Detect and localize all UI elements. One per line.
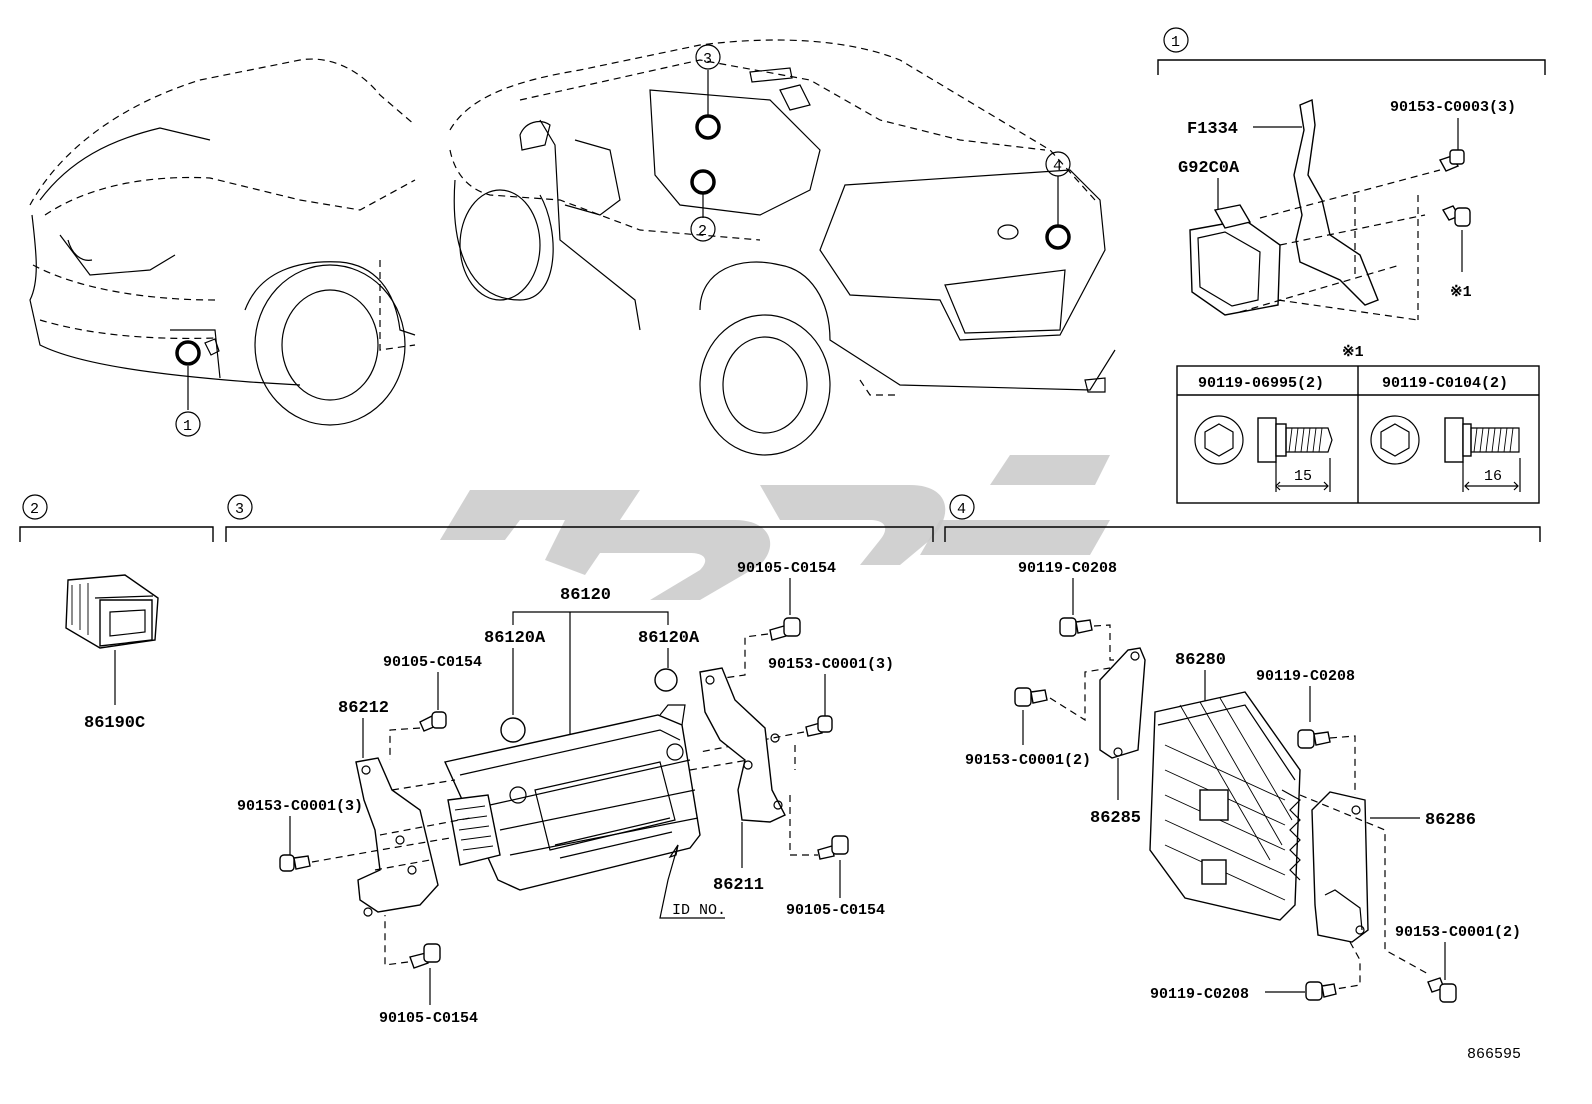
label-s3-90105-bottom-right: 90105-C0154	[786, 902, 885, 919]
bolt-s3-top-right-icon	[769, 617, 801, 641]
bolt-table-note: ※1	[1342, 344, 1364, 361]
label-86120: 86120	[560, 586, 611, 605]
radio-head-unit-86120	[444, 704, 701, 891]
label-s3-90105-bottom-left: 90105-C0154	[379, 1010, 478, 1027]
label-90153-c0003: 90153-C0003(3)	[1390, 99, 1516, 116]
hex-head-2-icon	[1370, 415, 1420, 465]
label-s3-90105-top-left: 90105-C0154	[383, 654, 482, 671]
part-86190c-switch	[65, 574, 159, 649]
section-3-label: 3	[235, 501, 244, 518]
flange-bolt-2-icon	[1444, 417, 1520, 463]
bolt-table: ※1 90119-06995(2) 90119-C0104(2) 15	[1176, 344, 1540, 504]
bracket-86212	[355, 757, 439, 913]
locator-4-label: 4	[1053, 158, 1062, 175]
bolt-s4-90153-right-icon	[1427, 977, 1457, 1003]
bolt-s3-bottom-left-icon	[409, 943, 441, 969]
locator-circle-3-marker	[695, 114, 721, 140]
bolt-90153-c0003-a-icon	[1438, 149, 1465, 172]
label-g92c0a: G92C0A	[1178, 159, 1240, 178]
bracket-f1334	[1293, 98, 1379, 306]
locator-circle-1-marker	[175, 340, 201, 366]
car-rear-illustration: 3 2 4	[449, 39, 1116, 456]
bolt-table-col2-part: 90119-C0104(2)	[1382, 375, 1508, 392]
label-note1: ※1	[1450, 284, 1472, 301]
catalog-number: 866595	[1467, 1046, 1521, 1063]
bolt-s4-right-icon	[1297, 729, 1331, 749]
label-86280: 86280	[1175, 651, 1226, 670]
bolt-s3-bottom-right-icon	[817, 835, 849, 860]
bracket-86286	[1311, 791, 1369, 943]
section-2: 2 86190C	[19, 494, 214, 733]
label-f1334: F1334	[1187, 120, 1238, 139]
section-4-label: 4	[957, 501, 966, 518]
car-front-illustration: 1	[29, 58, 416, 437]
section-1-label: 1	[1171, 34, 1180, 51]
label-86190c: 86190C	[84, 714, 145, 733]
bolt-table-col2-length: 16	[1484, 468, 1502, 485]
label-86212: 86212	[338, 699, 389, 718]
label-86285: 86285	[1090, 809, 1141, 828]
module-g92c0a	[1189, 219, 1281, 316]
bolt-s4-top-icon	[1059, 617, 1093, 637]
label-s4-90153-right: 90153-C0001(2)	[1395, 924, 1521, 941]
watermark-logo	[440, 455, 1110, 600]
amplifier-86280	[1149, 691, 1301, 921]
label-s3-90153-right: 90153-C0001(3)	[768, 656, 894, 673]
bolt-table-col1-part: 90119-06995(2)	[1198, 375, 1324, 392]
label-s4-90119-bottom: 90119-C0208	[1150, 986, 1249, 1003]
locator-3-label: 3	[703, 51, 712, 68]
section-2-label: 2	[30, 501, 39, 518]
label-86211: 86211	[713, 876, 764, 895]
label-86286: 86286	[1425, 811, 1476, 830]
bolt-s3-top-left-icon	[419, 711, 447, 732]
section-3: 3 86120 86120A 86120A 86212 90105-C0	[225, 494, 934, 1027]
flange-bolt-icon	[1257, 417, 1333, 463]
label-86120a-right: 86120A	[638, 629, 700, 648]
label-s4-90153-left: 90153-C0001(2)	[965, 752, 1091, 769]
knob-86120a-left	[500, 717, 526, 743]
hex-head-icon	[1194, 415, 1244, 465]
locator-2-label: 2	[698, 223, 707, 240]
label-s3-90153-left: 90153-C0001(3)	[237, 798, 363, 815]
bolt-s3-90153-right-icon	[805, 715, 833, 737]
section-1: 1 F1334 G92C0A 90153-C0003(3) ※1 ※1	[1157, 27, 1546, 504]
label-s3-90105-top-right: 90105-C0154	[737, 560, 836, 577]
bolt-s3-90153-left-icon	[279, 854, 311, 872]
locator-circle-4-marker	[1045, 224, 1071, 250]
bolt-s4-left-icon	[1014, 687, 1048, 707]
label-id-no: ID NO.	[672, 902, 726, 919]
label-s4-90119-right: 90119-C0208	[1256, 668, 1355, 685]
locator-1-label: 1	[183, 418, 192, 435]
locator-circle-2-marker	[690, 169, 716, 195]
bracket-86285	[1099, 647, 1146, 759]
bolt-s4-bottom-icon	[1305, 981, 1337, 1001]
label-s4-90119-top: 90119-C0208	[1018, 560, 1117, 577]
label-86120a-left: 86120A	[484, 629, 546, 648]
bolt-table-col1-length: 15	[1294, 468, 1312, 485]
knob-86120a-right	[654, 668, 678, 692]
bolt-note1-icon	[1441, 205, 1471, 227]
bracket-86211	[699, 667, 786, 823]
section-4: 4 90119-C0208 90153-C0001(2) 86285 86280	[944, 494, 1541, 1003]
